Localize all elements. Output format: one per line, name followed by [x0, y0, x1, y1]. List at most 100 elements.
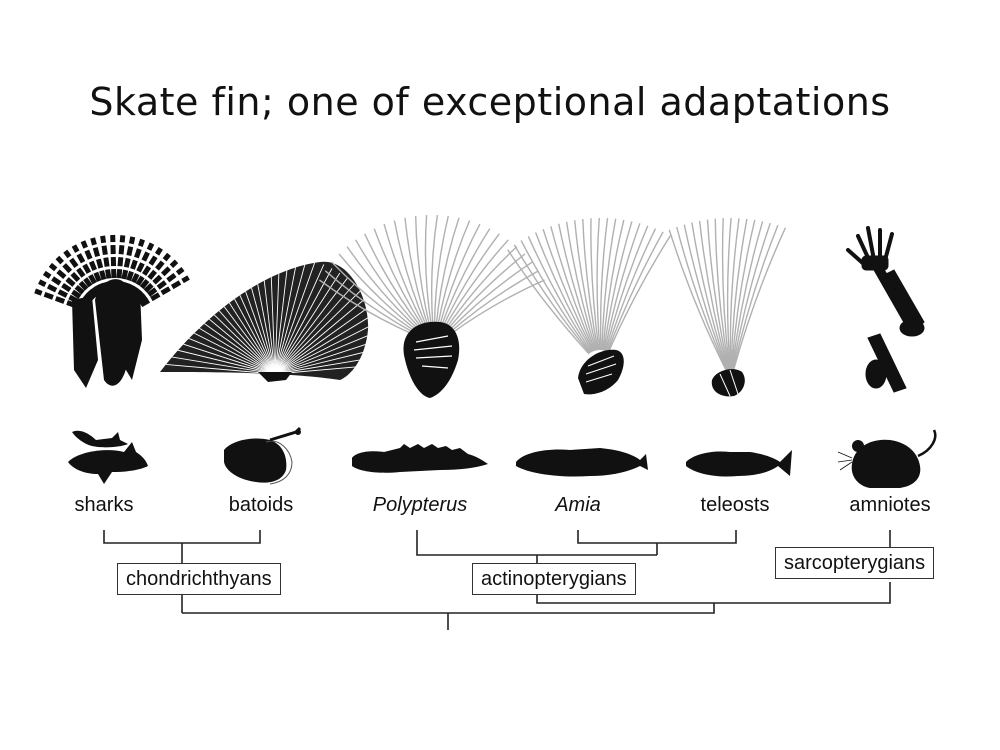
fin-ray: [393, 220, 427, 327]
fin-ray: [34, 288, 88, 313]
fin-ray: [90, 237, 110, 292]
fin-ray: [730, 219, 756, 371]
fin-ray: [446, 261, 533, 333]
fin-ray: [607, 235, 671, 353]
fin-ray: [354, 239, 421, 330]
fin-ray: [732, 224, 779, 371]
fin-ray: [404, 217, 429, 326]
fin-ray: [729, 218, 740, 371]
fin-ray: [714, 218, 730, 371]
fin-ray: [706, 219, 730, 371]
fin-ray: [676, 226, 728, 371]
fin-ray: [443, 239, 509, 330]
fin-ray: [274, 261, 281, 375]
clade-box-chondrichthyans: chondrichthyans: [117, 563, 281, 595]
fin-ray: [691, 222, 729, 371]
amniote-silhouette-icon: [837, 429, 937, 488]
fin-ray: [274, 283, 355, 375]
fin-ray: [274, 363, 369, 375]
fin-ray: [318, 279, 415, 336]
fin-ray: [731, 221, 764, 371]
fin-ray: [565, 221, 597, 351]
taxon-label-amniotes: amniotes: [849, 494, 931, 516]
fin-ray: [137, 267, 185, 304]
fin-ray: [274, 345, 369, 375]
amniote-limb-skeleton-icon: [846, 226, 925, 393]
fin-ray: [448, 279, 545, 336]
fin-ray: [139, 275, 190, 308]
fin-ray: [38, 279, 90, 309]
fin-ray: [415, 215, 431, 326]
fin-ray: [527, 236, 592, 353]
taxon-label-batoids: batoids: [228, 494, 294, 516]
fin-ray: [606, 228, 657, 352]
fin-ray: [383, 223, 426, 327]
fin-ray: [513, 244, 591, 354]
fin-ray: [132, 252, 171, 299]
polypterus-fin-skeleton-icon: [318, 214, 545, 398]
polypterus-silhouette-icon: [352, 444, 488, 473]
fin-ray: [274, 311, 369, 375]
fin-ray: [698, 220, 729, 371]
fin-ray: [110, 234, 117, 291]
taxon-label-teleosts: teleosts: [700, 494, 770, 516]
teleost-silhouette-icon: [686, 450, 792, 477]
fin-ray: [55, 255, 97, 300]
fin-ray: [601, 218, 617, 351]
taxon-label-amia: Amia: [555, 494, 601, 516]
fin-ray: [441, 233, 500, 329]
fin-ray: [373, 228, 424, 328]
fin-ray: [596, 217, 601, 351]
fin-ray: [338, 253, 419, 332]
clade-box-actinopterygians: actinopterygians: [472, 563, 636, 595]
fin-ray: [726, 217, 732, 371]
fin-ray: [534, 232, 593, 353]
fin-ray: [48, 262, 94, 303]
fin-ray: [683, 224, 728, 371]
fin-ray: [274, 261, 308, 375]
fin-ray: [604, 223, 641, 351]
fin-ray: [435, 217, 460, 326]
fin-ray: [331, 261, 417, 333]
fin-ray: [274, 268, 333, 375]
fin-ray: [520, 240, 592, 354]
fin-ray: [602, 219, 625, 351]
fin-ray: [160, 363, 276, 375]
fin-ray: [444, 246, 518, 331]
shark-silhouette-icon: [68, 430, 148, 484]
fin-ray: [274, 277, 348, 375]
batoid-silhouette-icon: [224, 426, 302, 485]
fin-ray: [118, 236, 136, 292]
fin-ray: [447, 270, 540, 335]
fin-ray: [599, 218, 609, 351]
fin-ray: [606, 231, 664, 352]
fin-ray: [558, 223, 596, 351]
fin-ray: [125, 242, 155, 295]
fin-ray: [274, 272, 341, 375]
fin-ray: [433, 215, 449, 326]
taxon-label-sharks: sharks: [74, 494, 134, 516]
fin-ray: [603, 221, 633, 351]
fin-ray: [129, 247, 163, 297]
cladogram-lines: [103, 530, 891, 630]
fin-ray: [574, 220, 598, 351]
fin-ray: [440, 228, 491, 328]
shark-fin-skeleton-icon: [34, 234, 190, 388]
fin-ray: [274, 296, 368, 375]
fin-ray: [730, 218, 748, 371]
fin-ray: [160, 354, 276, 375]
fin-ray: [274, 319, 369, 375]
fin-ray: [424, 215, 432, 326]
fin-ray: [430, 214, 439, 326]
fin-ray: [507, 249, 590, 355]
amia-fin-skeleton-icon: [507, 217, 671, 395]
fin-ray: [115, 235, 126, 291]
fin-ray: [582, 218, 599, 351]
fin-ray: [437, 220, 471, 327]
batoid-fin-skeleton-icon: [160, 261, 369, 382]
fin-ray: [71, 244, 103, 295]
fin-ray: [274, 261, 299, 375]
fin-ray: [668, 229, 727, 372]
fin-ray: [63, 249, 100, 298]
